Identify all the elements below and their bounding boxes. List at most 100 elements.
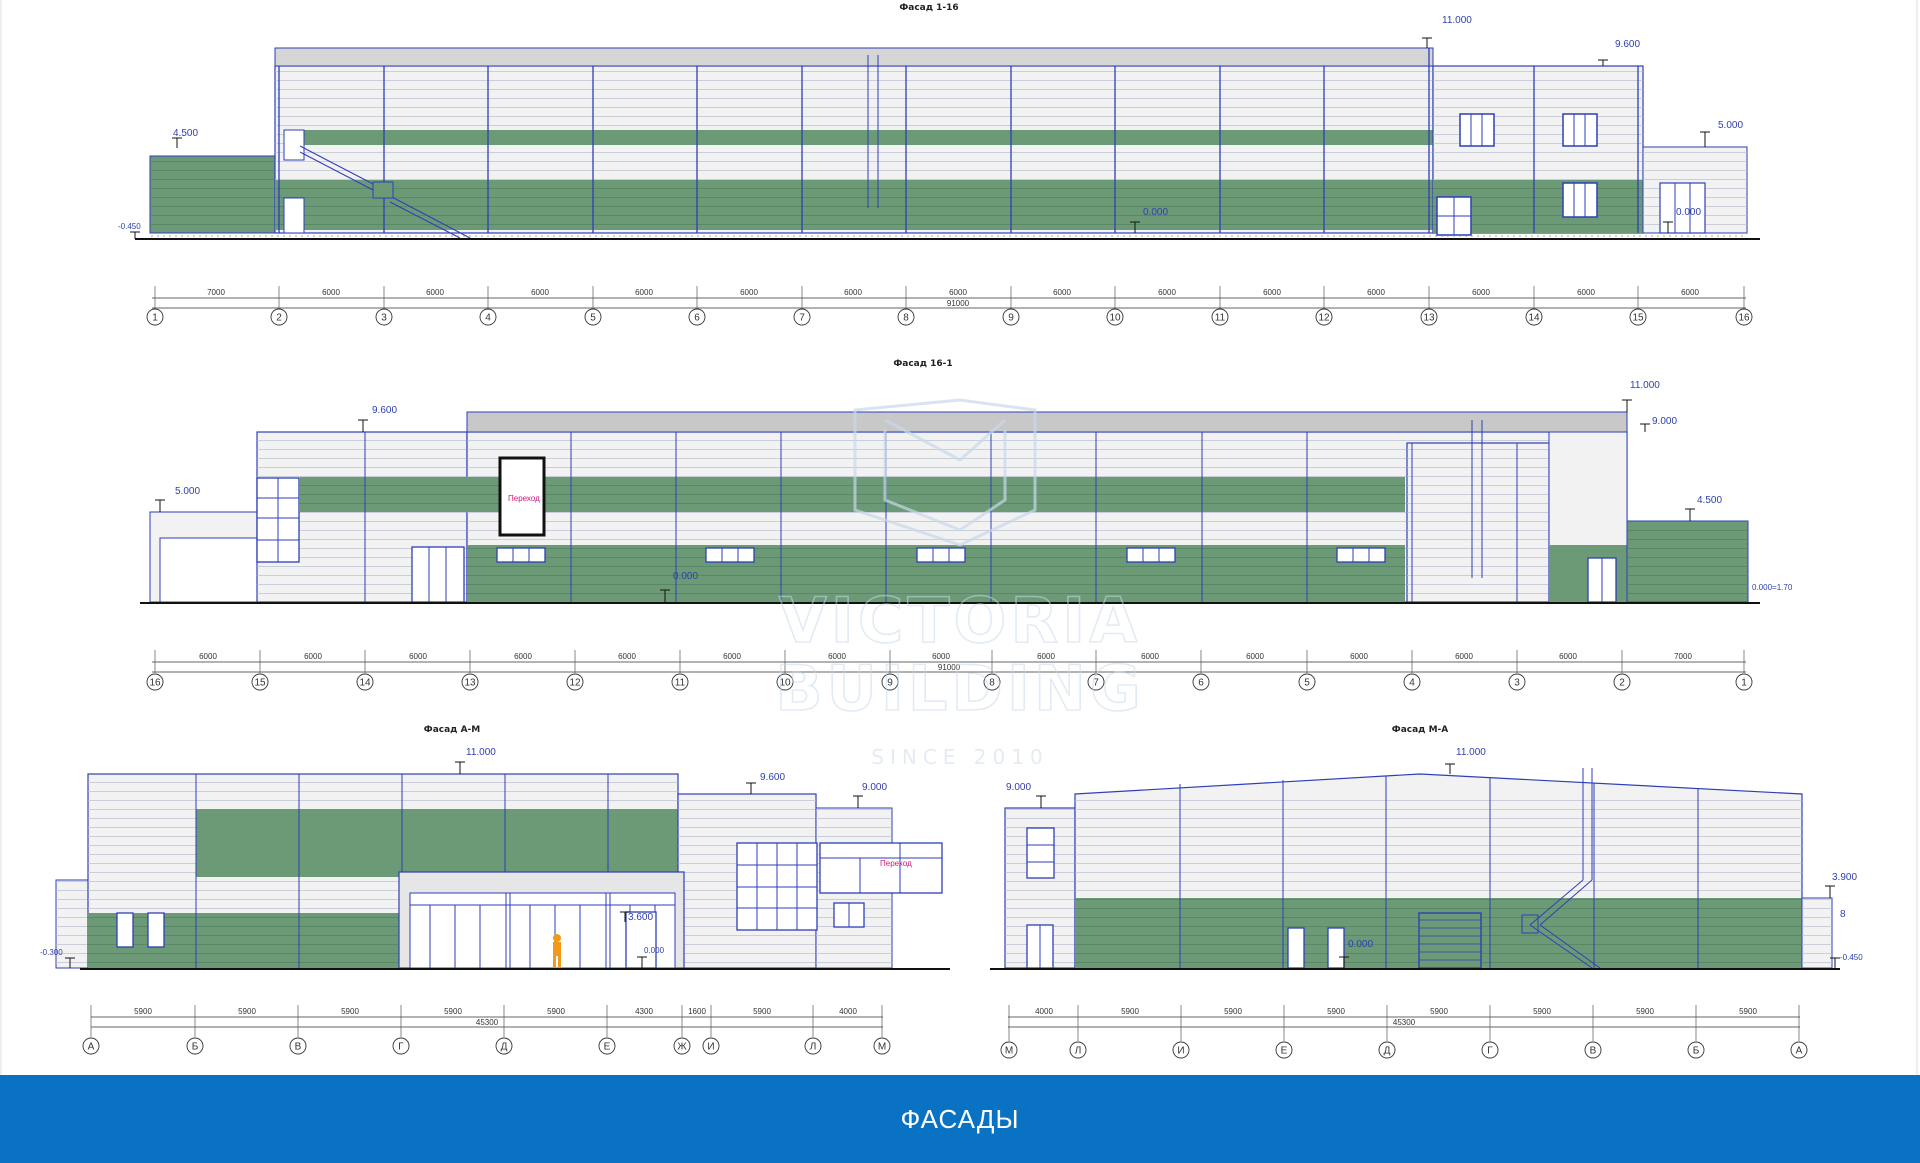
axis-label: 14	[359, 678, 371, 689]
total-dimension: 91000	[947, 299, 970, 308]
axis-label: Е	[1281, 1046, 1288, 1057]
axis-bubble	[392, 1037, 410, 1055]
span-dimension: 7000	[207, 288, 225, 297]
span-dimension: 5900	[1533, 1007, 1551, 1016]
level-mark: 11.000	[1456, 747, 1486, 758]
level-mark: 0.000	[644, 946, 665, 955]
axis-label: Д	[501, 1042, 508, 1053]
axis-bubble	[702, 1037, 720, 1055]
level-mark: 3.900	[1832, 872, 1857, 883]
span-dimension: 6000	[322, 288, 340, 297]
axis-label: 8	[989, 678, 995, 689]
axis-bubble	[461, 673, 479, 691]
span-dimension: 6000	[1263, 288, 1281, 297]
level-mark: 11.000	[1630, 380, 1660, 391]
span-dimension: 5900	[1739, 1007, 1757, 1016]
axis-bubble	[1687, 1041, 1705, 1059]
axis-label: 13	[464, 678, 476, 689]
axis-label: 5	[1304, 678, 1310, 689]
elevation-16-1: Фасад 16-1	[140, 359, 1793, 691]
person-figure	[553, 934, 561, 968]
axis-bubble	[82, 1037, 100, 1055]
elevation-title: Фасад 16-1	[893, 359, 952, 369]
axis-bubble	[270, 308, 288, 326]
span-dimension: 5900	[1430, 1007, 1448, 1016]
span-dimension: 6000	[1577, 288, 1595, 297]
axis-label: 12	[1318, 313, 1330, 324]
span-dimension: 6000	[531, 288, 549, 297]
span-dimension: 4000	[839, 1007, 857, 1016]
axis-label: 15	[1632, 313, 1644, 324]
axis-bubble	[1315, 308, 1333, 326]
elevation-m-a: Фасад М-А	[990, 725, 1863, 1059]
axis-bubble	[1192, 673, 1210, 691]
total-dimension: 45300	[476, 1018, 499, 1027]
span-dimension: 5900	[341, 1007, 359, 1016]
span-dimension: 6000	[304, 652, 322, 661]
axis-label: Л	[810, 1042, 817, 1053]
span-dimension: 5900	[1224, 1007, 1242, 1016]
watermark-line-3: SINCE 2010	[871, 745, 1048, 769]
span-dimension: 6000	[1681, 288, 1699, 297]
axis-bubble	[146, 673, 164, 691]
span-dimension: 5900	[444, 1007, 462, 1016]
axis-bubble	[1508, 673, 1526, 691]
dimension-ticks	[154, 650, 1745, 673]
span-dimension: 5900	[1121, 1007, 1139, 1016]
span-dimension: 5900	[1327, 1007, 1345, 1016]
axis-label: 10	[779, 678, 791, 689]
axis-label: М	[1005, 1046, 1013, 1057]
axis-bubble	[1211, 308, 1229, 326]
level-mark: 11.000	[466, 747, 496, 758]
span-dimension: 5900	[1636, 1007, 1654, 1016]
axis-bubble	[1525, 308, 1543, 326]
passage-label: Переход	[880, 859, 912, 868]
axis-label: А	[88, 1042, 95, 1053]
axis-label: 14	[1528, 313, 1540, 324]
axis-bubble	[776, 673, 794, 691]
axis-bubble	[671, 673, 689, 691]
elevation-title: Фасад 1-16	[899, 3, 958, 13]
axis-label: 10	[1109, 313, 1121, 324]
total-dimension: 91000	[938, 663, 961, 672]
total-dimension: 45300	[1393, 1018, 1416, 1027]
span-dimension: 6000	[1350, 652, 1368, 661]
axis-bubble	[186, 1037, 204, 1055]
level-mark: 9.600	[760, 772, 785, 783]
axis-bubble	[1000, 1041, 1018, 1059]
axis-label: 16	[1738, 313, 1750, 324]
span-dimension: 6000	[740, 288, 758, 297]
span-dimension: 5900	[134, 1007, 152, 1016]
level-mark: 9.000	[862, 782, 887, 793]
axis-bubble	[1790, 1041, 1808, 1059]
axis-label: 4	[1409, 678, 1415, 689]
watermark-line-2: BUILDING	[775, 652, 1145, 725]
axis-label: 13	[1423, 313, 1435, 324]
axis-bubble	[1275, 1041, 1293, 1059]
level-mark: 0.000	[673, 571, 698, 582]
axis-label: 3	[1514, 678, 1520, 689]
axis-bubble	[688, 308, 706, 326]
span-dimension: 6000	[1141, 652, 1159, 661]
axis-label: Ж	[677, 1042, 687, 1053]
axis-label: Б	[192, 1042, 199, 1053]
span-dimension: 6000	[1367, 288, 1385, 297]
axis-label: 7	[1093, 678, 1099, 689]
span-dimension: 6000	[949, 288, 967, 297]
span-dimension: 6000	[1053, 288, 1071, 297]
axis-label: Б	[1693, 1046, 1700, 1057]
span-dimension: 5900	[547, 1007, 565, 1016]
span-dimension: 6000	[723, 652, 741, 661]
level-mark: 8	[1840, 909, 1846, 920]
axis-bubble	[1629, 308, 1647, 326]
span-dimension: 6000	[618, 652, 636, 661]
elevation-a-m: Фасад А-М	[40, 725, 950, 1055]
axis-bubble	[495, 1037, 513, 1055]
level-mark: -0.450	[1840, 953, 1863, 962]
span-dimension: 4300	[635, 1007, 653, 1016]
level-mark: 4.500	[173, 128, 198, 139]
span-dimension: 6000	[409, 652, 427, 661]
banner-title: ФАСАДЫ	[900, 1103, 1020, 1134]
